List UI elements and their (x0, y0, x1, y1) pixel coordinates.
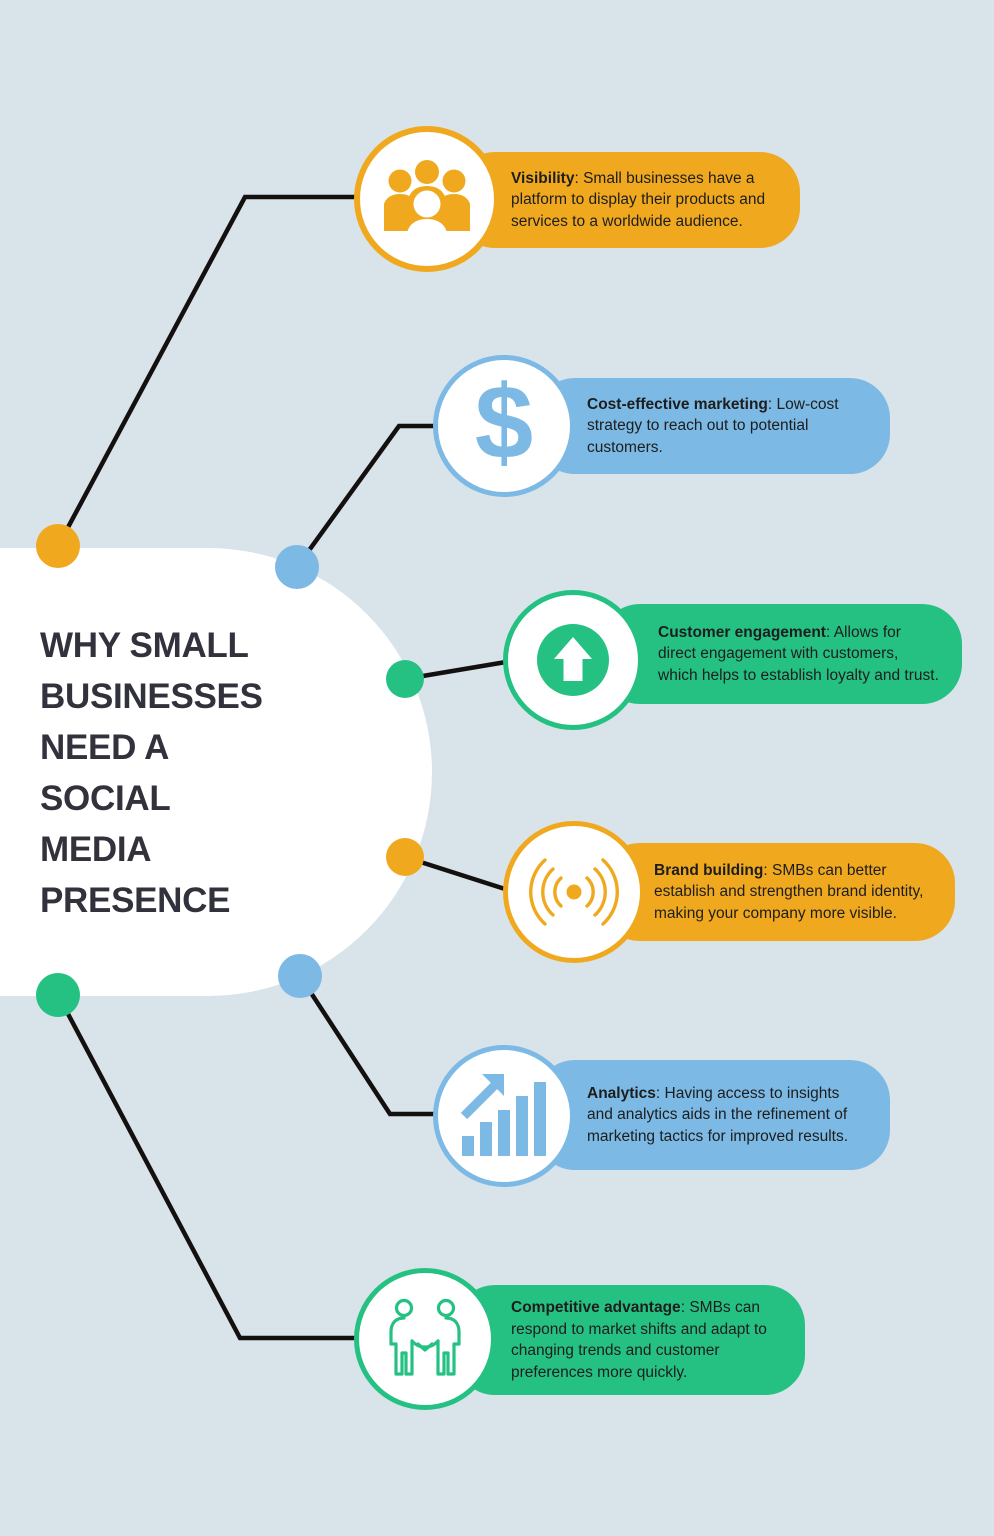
item-visibility-pill: Visibility: Small businesses have a plat… (455, 152, 800, 248)
item-cost-effective-marketing-badge[interactable]: $ (433, 355, 575, 497)
item-analytics-badge[interactable] (433, 1045, 575, 1187)
handshake-people-icon (389, 1298, 461, 1376)
page-title-line: BUSINESSES (40, 677, 263, 716)
hero-shape (0, 548, 432, 996)
item-competitive-advantage-badge[interactable] (354, 1268, 496, 1410)
item-competitive-advantage-pill: Competitive advantage: SMBs can respond … (455, 1285, 805, 1395)
item-customer-engagement-pill: Customer engagement: Allows for direct e… (600, 604, 962, 704)
svg-text:$: $ (475, 376, 533, 476)
item-brand-building-text: Brand building: SMBs can better establis… (654, 860, 933, 925)
hub-dot-competitive-advantage (36, 973, 80, 1017)
item-brand-building-separator: : (763, 861, 772, 879)
item-cost-effective-marketing-separator: : (767, 395, 777, 413)
connector-competitive-advantage (56, 993, 372, 1341)
item-customer-engagement-heading: Customer engagement (658, 623, 826, 641)
page-title-line: PRESENCE (40, 881, 231, 920)
item-customer-engagement-body: Allows for direct engagement with custom… (658, 623, 939, 684)
item-visibility-separator: : (574, 169, 584, 187)
dollar-sign-icon: $ (475, 376, 533, 476)
item-analytics-text: Analytics: Having access to insights and… (587, 1083, 868, 1148)
page-title-line: SOCIAL (40, 779, 171, 818)
item-brand-building-heading: Brand building (654, 861, 764, 879)
item-cost-effective-marketing-heading: Cost-effective marketing (587, 395, 768, 413)
hub-dot-analytics (278, 954, 322, 998)
item-cost-effective-marketing-text: Cost-effective marketing: Low-cost strat… (587, 394, 864, 459)
hub-dot-brand-building (386, 838, 424, 876)
hub-dot-cost-effective (275, 545, 319, 589)
broadcast-signal-icon (529, 858, 619, 926)
page-title-line: MEDIA (40, 830, 152, 869)
item-brand-building-badge[interactable] (503, 821, 645, 963)
item-competitive-advantage-separator: : (680, 1299, 690, 1316)
page-title-line: WHY SMALL (40, 626, 249, 665)
arrow-up-circle-icon (537, 624, 609, 696)
item-competitive-advantage-body: SMBs can respond to market shifts and ad… (511, 1299, 767, 1381)
item-brand-building-body: SMBs can better establish and strengthen… (654, 861, 924, 922)
connector-visibility (56, 194, 372, 548)
item-customer-engagement-badge[interactable] (503, 590, 643, 730)
item-cost-effective-marketing-body: Low-cost strategy to reach out to potent… (587, 395, 839, 456)
item-competitive-advantage-text: Competitive advantage: SMBs can respond … (511, 1297, 783, 1383)
item-visibility-heading: Visibility (511, 169, 575, 187)
item-customer-engagement-separator: : (825, 623, 834, 641)
bar-chart-growth-icon (460, 1074, 546, 1156)
people-group-icon (384, 160, 470, 239)
item-visibility-body: Small businesses have a platform to disp… (511, 169, 766, 230)
page-title-line: NEED A (40, 728, 170, 767)
item-analytics-separator: : (655, 1084, 665, 1102)
hub-dot-visibility (36, 524, 80, 568)
item-analytics-pill: Analytics: Having access to insights and… (535, 1060, 890, 1170)
item-brand-building-pill: Brand building: SMBs can better establis… (600, 843, 955, 941)
item-customer-engagement-text: Customer engagement: Allows for direct e… (658, 622, 940, 687)
connector-analytics (298, 974, 452, 1117)
item-competitive-advantage-heading: Competitive advantage (511, 1299, 681, 1316)
item-analytics-heading: Analytics (587, 1084, 656, 1102)
page-title: WHY SMALL BUSINESSES NEED A SOCIAL MEDIA PRES… (40, 620, 340, 926)
item-analytics-body: Having access to insights and analytics … (587, 1084, 849, 1145)
connector-cost-effective-marketing (295, 423, 452, 569)
item-visibility-text: Visibility: Small businesses have a plat… (511, 168, 774, 233)
item-cost-effective-marketing-pill: Cost-effective marketing: Low-cost strat… (535, 378, 890, 474)
item-visibility-badge[interactable] (354, 126, 500, 272)
hub-dot-customer-engagement (386, 660, 424, 698)
